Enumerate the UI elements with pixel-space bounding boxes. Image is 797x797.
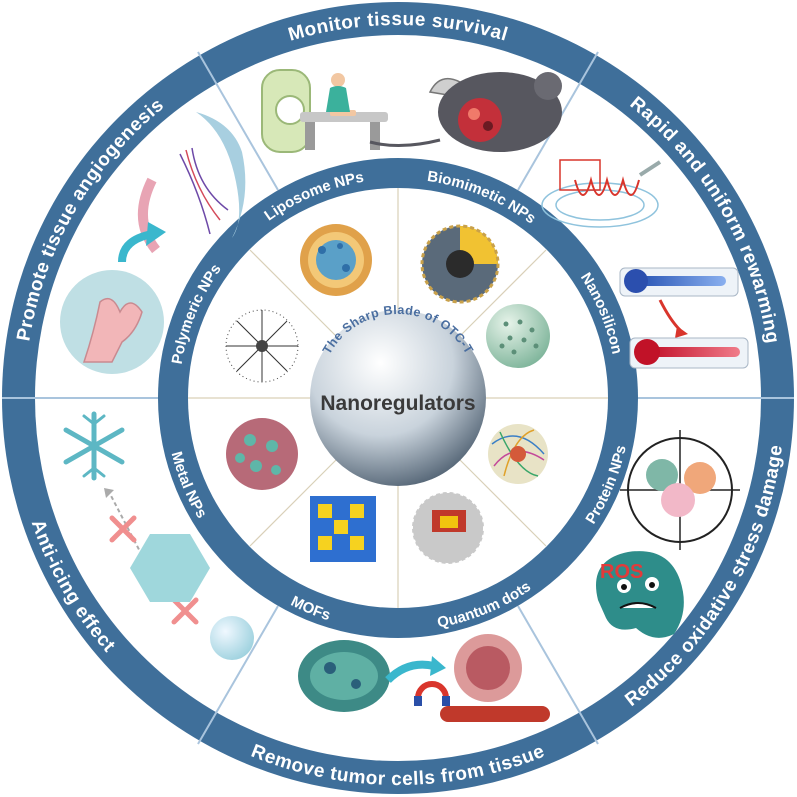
- ros-label: ROS: [600, 561, 643, 583]
- protein-np-icon: [488, 424, 548, 484]
- metal-cluster-icon: [226, 418, 298, 490]
- inner-dividers: [188, 188, 608, 608]
- center-title: Nanoregulators: [320, 392, 475, 415]
- biomimetic-np-icon: [420, 224, 500, 304]
- mri-ultrasound-mouse-icon: [261, 69, 562, 153]
- center-sphere: [310, 310, 486, 486]
- porous-silica-sphere-icon: [486, 304, 550, 368]
- magnet-tumor-icon: [298, 634, 550, 722]
- liposome-icon: [300, 224, 372, 296]
- coil-thermometer-icon: [541, 159, 749, 369]
- outer-dividers: [2, 51, 794, 745]
- ice-crystal-icon: [63, 411, 254, 660]
- quantum-dot-icon: [411, 491, 485, 565]
- ros-target-icon: ROS: [596, 430, 740, 638]
- mof-lattice-icon: [310, 496, 376, 562]
- blood-vessel-icon: [60, 112, 246, 374]
- dendrimer-icon: [225, 309, 299, 383]
